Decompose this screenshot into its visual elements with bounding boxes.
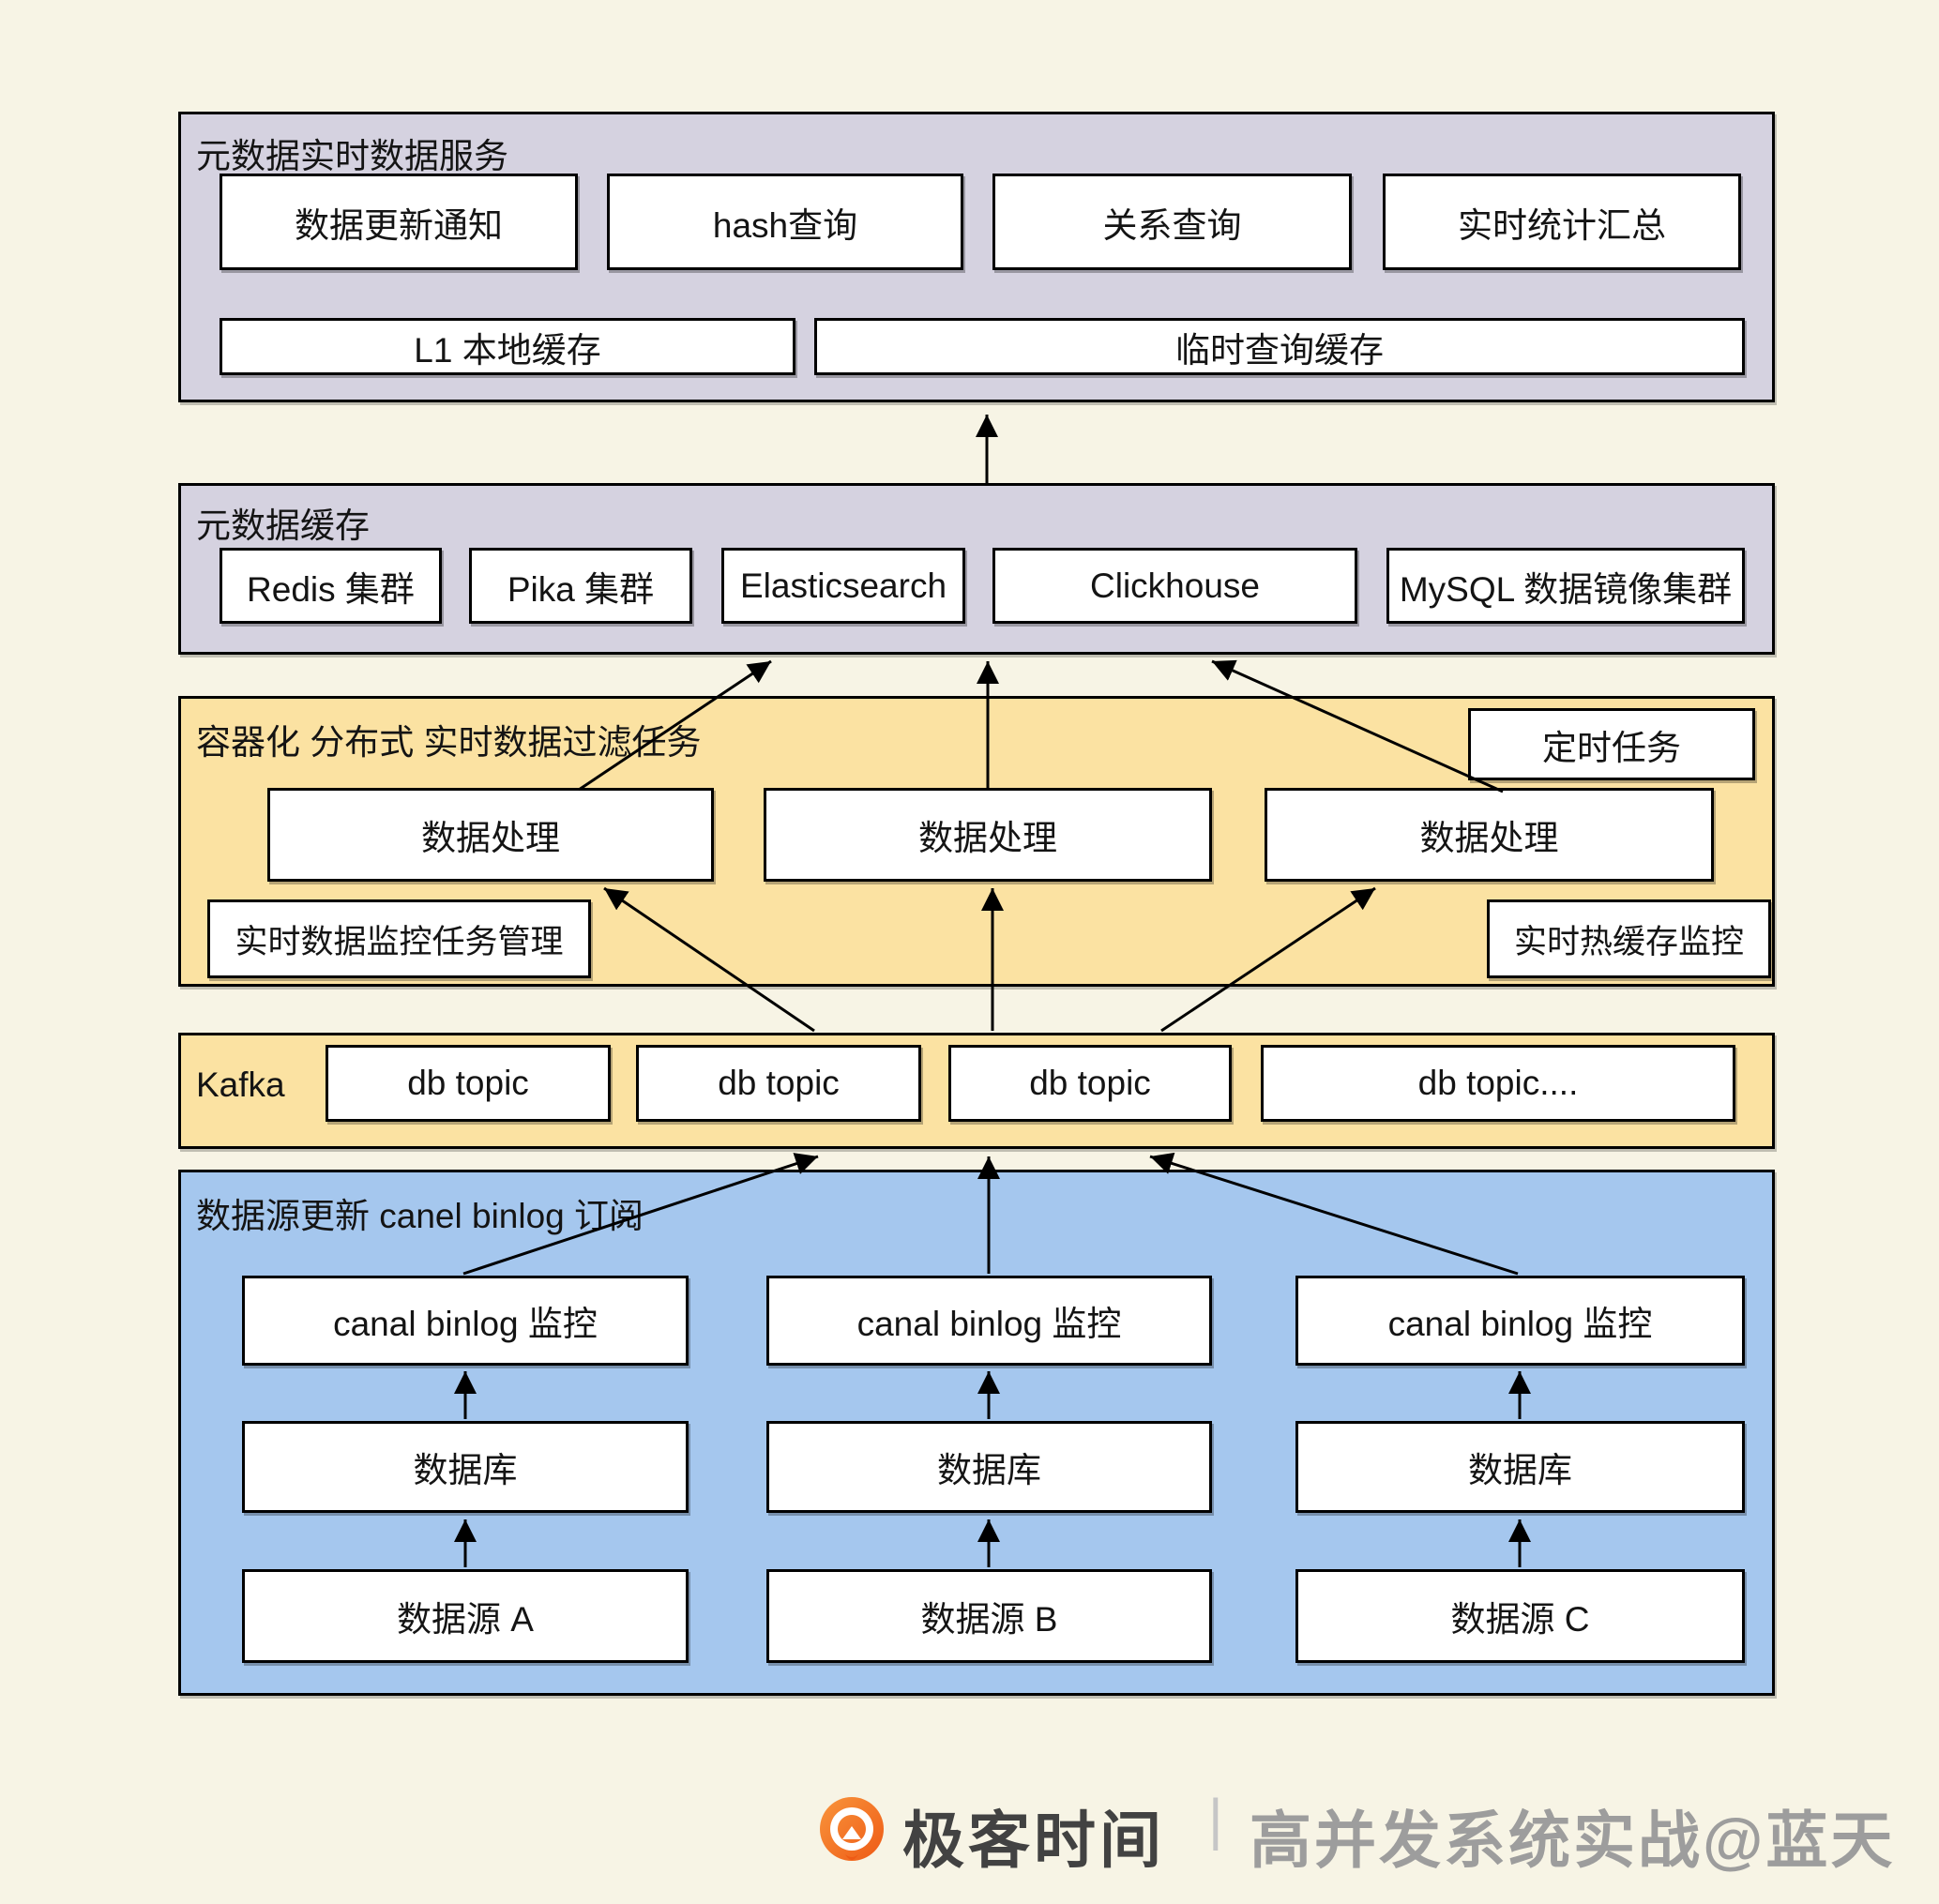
node-canal-monitor-b: canal binlog 监控: [766, 1276, 1212, 1366]
layer-metadata-cache-title: 元数据缓存: [196, 506, 370, 545]
node-relation-query: 关系查询: [992, 174, 1352, 270]
node-datasource-b: 数据源 B: [766, 1569, 1212, 1663]
node-mysql-mirror-cluster: MySQL 数据镜像集群: [1386, 548, 1745, 624]
layer-filter-tasks-title: 容器化 分布式 实时数据过滤任务: [196, 723, 702, 762]
node-data-process-2: 数据处理: [764, 788, 1212, 882]
node-db-topic-1: db topic: [326, 1045, 611, 1122]
node-db-topic-2: db topic: [636, 1045, 921, 1122]
node-data-process-3: 数据处理: [1265, 788, 1714, 882]
layer-kafka-title: Kafka: [196, 1065, 285, 1104]
node-datasource-c: 数据源 C: [1295, 1569, 1745, 1663]
node-database-c: 数据库: [1295, 1421, 1745, 1513]
footer-credit: 高并发系统实战@蓝天: [1250, 1806, 1896, 1875]
node-db-topic-more: db topic....: [1261, 1045, 1735, 1122]
node-datasource-a: 数据源 A: [242, 1569, 689, 1663]
node-canal-monitor-c: canal binlog 监控: [1295, 1276, 1745, 1366]
node-timer-task: 定时任务: [1468, 708, 1755, 780]
node-realtime-monitor-task-mgmt: 实时数据监控任务管理: [207, 899, 591, 978]
node-hash-query: hash查询: [607, 174, 963, 270]
node-temp-query-cache: 临时查询缓存: [814, 318, 1745, 375]
footer: 极客时间 | 高并发系统实战@蓝天: [0, 1777, 1939, 1890]
node-canal-monitor-a: canal binlog 监控: [242, 1276, 689, 1366]
node-clickhouse: Clickhouse: [992, 548, 1357, 624]
node-realtime-hot-cache-monitor: 实时热缓存监控: [1487, 899, 1771, 978]
node-l1-local-cache: L1 本地缓存: [220, 318, 795, 375]
layer-metadata-service-title: 元数据实时数据服务: [196, 137, 508, 175]
geektime-logo-icon: [820, 1797, 884, 1861]
layer-datasource-title: 数据源更新 canel binlog 订阅: [196, 1197, 644, 1235]
node-pika-cluster: Pika 集群: [469, 548, 692, 624]
footer-brand: 极客时间: [902, 1806, 1165, 1875]
footer-divider: |: [1208, 1788, 1223, 1851]
node-data-process-1: 数据处理: [267, 788, 714, 882]
node-database-a: 数据库: [242, 1421, 689, 1513]
node-data-update-notify: 数据更新通知: [220, 174, 578, 270]
node-database-b: 数据库: [766, 1421, 1212, 1513]
node-elasticsearch: Elasticsearch: [721, 548, 965, 624]
node-realtime-stats: 实时统计汇总: [1383, 174, 1741, 270]
node-db-topic-3: db topic: [948, 1045, 1232, 1122]
node-redis-cluster: Redis 集群: [220, 548, 442, 624]
